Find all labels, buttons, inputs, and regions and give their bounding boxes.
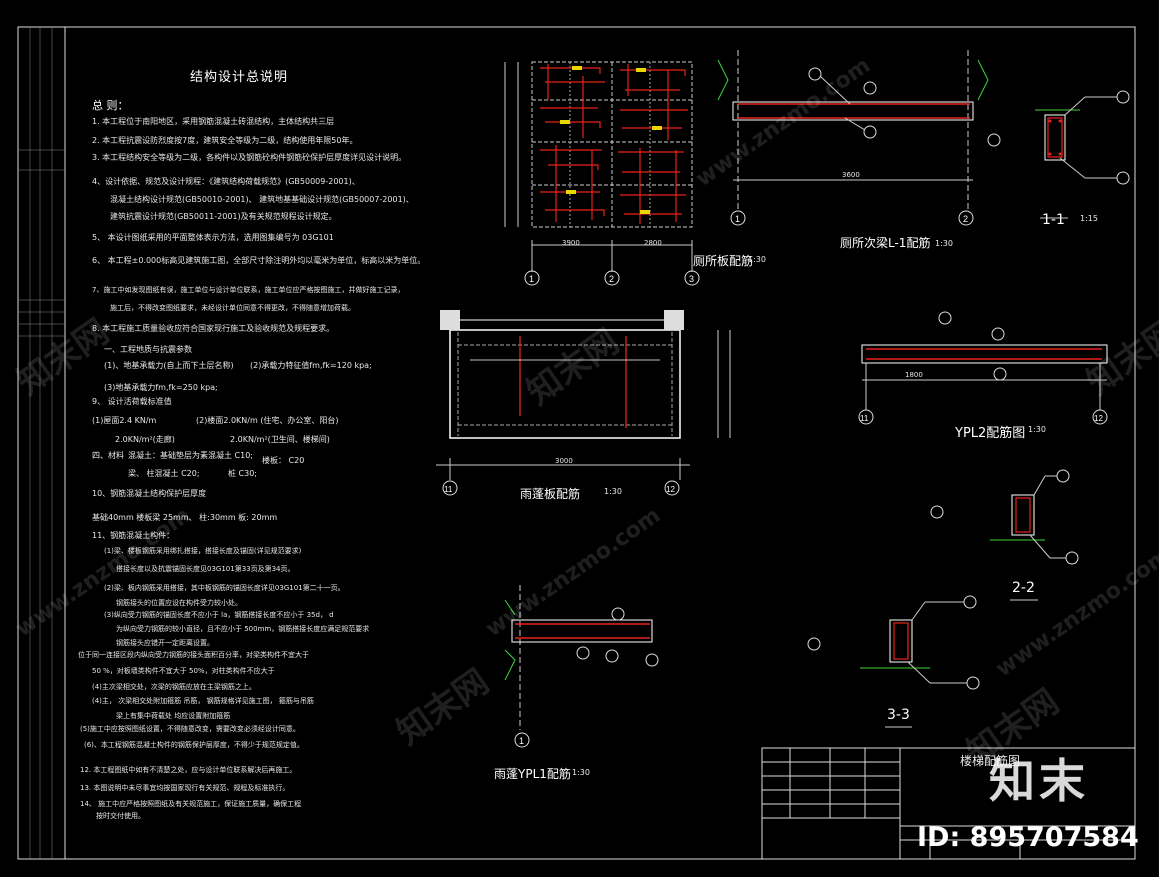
item-11: 11、钢筋混凝土构件： <box>92 531 175 540</box>
section-1-1-scale: 1:15 <box>1080 214 1098 223</box>
note-line: 3. 本工程结构安全等级为二级，各构件以及钢筋砼构件钢筋砼保护层厚度详见设计说明… <box>92 153 407 162</box>
material-c10: 混凝土：基础垫层为素混凝土 C10; <box>128 451 254 460</box>
general-heading: 总 则： <box>92 99 129 112</box>
slab-plan-scale: 1:30 <box>748 255 766 264</box>
rebar-note: 钢筋接头的位置应设在构件受力较小处。 <box>116 599 242 607</box>
rebar-note: (6)、本工程钢筋混凝土构件的钢筋保护层厚度，不得少于规范规定值。 <box>84 741 304 749</box>
note-13: 13. 本图说明中未尽事宜均按国家现行有关规范、规程及标准执行。 <box>80 784 290 792</box>
section-1-1-title: 1-1 <box>1042 212 1065 228</box>
brand-logo-text: 知末 <box>989 754 1089 808</box>
rebar-note: (4)主， 次梁相交处附加箍筋 吊筋， 钢筋规格详见施工图， 箍筋与吊筋 <box>92 697 314 705</box>
beam-L1-title: 厕所次梁L-1配筋 <box>840 236 931 250</box>
sub-heading: 一、工程地质与抗震参数 <box>104 345 192 354</box>
ypl2-drawing: 11 12 <box>858 311 1108 425</box>
note-line: 1. 本工程位于南阳地区，采用钢筋混凝土砖混结构，主体结构共三层 <box>92 117 335 126</box>
svg-text:11: 11 <box>860 414 869 423</box>
slab-plan-title: 厕所板配筋 <box>693 254 754 268</box>
svg-text:1: 1 <box>735 214 740 224</box>
ypl1-drawing: 1 <box>504 585 659 748</box>
item-9: 9、 设计活荷载标准值 <box>92 397 172 406</box>
dim-label: 3600 <box>842 171 860 179</box>
note-12: 12. 本工程图纸中如有不清楚之处，应与设计单位联系解决后再施工。 <box>80 766 297 774</box>
note-line: 7、施工中如发现图纸有误，施工单位与设计单位联系，施工单位应严格按图施工，并做好… <box>92 286 405 294</box>
svg-text:12: 12 <box>666 485 675 494</box>
canopy-title: 雨蓬板配筋 <box>520 487 581 501</box>
load-3: 2.0KN/m²(走廊) <box>115 435 175 444</box>
svg-text:1: 1 <box>519 736 524 746</box>
note-line: 施工后，不得改变图纸要求，未经设计单位同意不得更改，不得随意增加荷载。 <box>110 304 355 312</box>
note-line: 8. 本工程施工质量验收应符合国家现行施工及验收规范及规程要求。 <box>92 324 335 333</box>
material-c20b: 楼板： C20 <box>262 456 305 465</box>
notes-title: 结构设计总说明 <box>190 70 289 85</box>
rebar-note: 位于同一连接区段内纵向受力钢筋的接头面积百分率，对梁类构件不宜大于 <box>78 651 309 659</box>
note-line: 6、 本工程±0.000标高见建筑施工图，全部尺寸除注明外均以毫米为单位，标高以… <box>92 256 426 265</box>
title-block <box>761 747 1136 860</box>
id-label: ID: 895707584 <box>917 822 1139 853</box>
note-14b: 按时交付使用。 <box>96 812 145 820</box>
rebar-note: (2)梁、板内钢筋采用搭接，其中板钢筋的锚固长度详见03G101第二十一页。 <box>104 584 345 592</box>
beam-L1-scale: 1:30 <box>935 239 953 248</box>
dim-label: 3900 <box>562 239 580 247</box>
soil-1: (1)、地基承载力(自上而下土层名称) <box>104 361 234 370</box>
ypl1-scale: 1:30 <box>572 768 590 777</box>
slab-plan-drawing: 1 2 3 <box>504 61 700 286</box>
svg-text:3: 3 <box>689 274 694 284</box>
rebar-note: 为纵向受力钢筋的较小直径，且不应小于 500mm，钢筋搭接长度应满足规范要求 <box>116 625 370 633</box>
ypl2-scale: 1:30 <box>1028 425 1046 434</box>
section-2-2 <box>930 469 1079 601</box>
ypl2-title: YPL2配筋图 <box>955 426 1026 441</box>
load-4: 2.0KN/m²(卫生间、楼梯间) <box>230 435 330 444</box>
drawing-frame <box>17 26 1136 860</box>
rebar-note: 50 %，对板墙类构件不宜大于 50%，对柱类构件不应大于 <box>92 667 275 675</box>
svg-text:12: 12 <box>1094 414 1103 423</box>
beam-L1-drawing: 1 2 <box>717 50 989 226</box>
rebar-note: 梁上有集中荷载处 均应设置附加箍筋 <box>116 712 231 720</box>
soil-3: (3)地基承载力fm,fk=250 kpa; <box>104 383 218 392</box>
dim-label: 3000 <box>555 457 573 465</box>
title-block-drawing-name: 楼梯配筋图 <box>960 754 1021 768</box>
section-3-3-title: 3-3 <box>887 707 910 723</box>
load-2: (2)楼面2.0KN/m (住宅、办公室、阳台) <box>196 416 339 425</box>
svg-text:2: 2 <box>609 274 614 284</box>
rebar-note: (5)施工中应按照图纸设置，不得随意改变，需要改变必须经设计同意。 <box>80 725 300 733</box>
note-line: 建筑抗震设计规范(GB50011-2001)及有关规范规程设计规定。 <box>110 212 337 221</box>
rebar-note: 钢筋接头应错开一定距离设置。 <box>116 639 214 647</box>
canopy-slab-drawing: 11 12 <box>436 310 731 496</box>
note-line: 4、设计依据、规范及设计规程：《建筑结构荷载规范》(GB50009-2001)、 <box>92 177 360 186</box>
rebar-note: (1)梁、楼板钢筋采用绑扎搭接，搭接长度及锚固(详见规范要求) <box>104 547 302 555</box>
item-10: 10、钢筋混凝土结构保护层厚度 <box>92 489 207 498</box>
dim-label: 1800 <box>905 371 923 379</box>
material-c20: 梁、 柱混凝土 C20; <box>128 469 200 478</box>
section-1-1 <box>987 90 1130 219</box>
rebar-note: (4)主次梁相交处，次梁的钢筋应放在主梁钢筋之上。 <box>92 683 256 691</box>
rebar-note: 搭接长度以及抗震锚固长度见03G101第33页及第34页。 <box>116 565 295 573</box>
material-label: 四、材料 <box>92 451 124 460</box>
rebar-note: (3)纵向受力钢筋的锚固长度不应小于 la，钢筋搭接长度不应小于 35d， d <box>104 611 334 619</box>
cover-thickness: 基础40mm 楼板梁 25mm、 柱:30mm 板: 20mm <box>92 513 278 522</box>
note-line: 2. 本工程抗震设防烈度按7度，建筑安全等级为二级，结构使用年限50年。 <box>92 136 358 145</box>
load-1: (1)屋面2.4 KN/m <box>92 416 157 425</box>
svg-text:11: 11 <box>444 485 453 494</box>
material-c30: 桩 C30; <box>228 469 258 478</box>
note-14: 14、 施工中应严格按照图纸及有关规范施工，保证施工质量，确保工程 <box>80 800 302 808</box>
svg-text:1: 1 <box>529 274 534 284</box>
ypl1-title: 雨蓬YPL1配筋 <box>494 767 571 781</box>
section-2-2-title: 2-2 <box>1012 580 1035 596</box>
note-line: 5、 本设计图纸采用的平面整体表示方法，选用图集编号为 03G101 <box>92 233 334 242</box>
canopy-scale: 1:30 <box>604 487 622 496</box>
note-line: 混凝土结构设计规范(GB50010-2001)、 建筑地基基础设计规范(GB50… <box>110 195 414 204</box>
section-3-3 <box>807 595 980 728</box>
soil-2: (2)承载力特征值fm,fk=120 kpa; <box>250 361 372 370</box>
svg-text:2: 2 <box>963 214 968 224</box>
dim-label: 2800 <box>644 239 662 247</box>
